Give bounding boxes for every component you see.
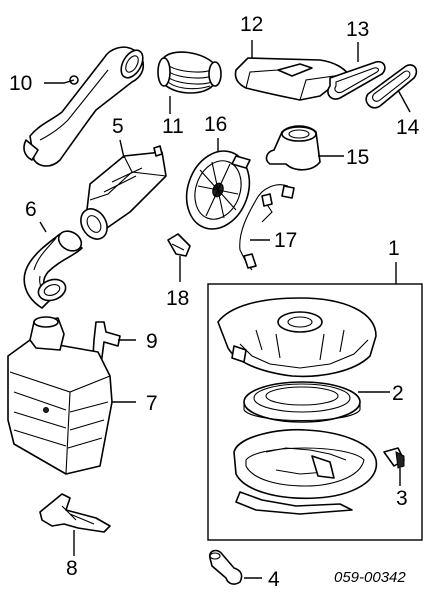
part-17-wire-harness [239, 184, 295, 271]
callout-11: 11 [162, 115, 184, 138]
part-16-fan-cover [185, 150, 251, 230]
diagram-code: 059-00342 [334, 569, 406, 586]
part-6-elbow-hose [23, 230, 83, 309]
callout-8: 8 [66, 557, 78, 580]
callout-10: 10 [9, 72, 32, 95]
part-7-air-box [7, 316, 113, 475]
leader-5 [119, 139, 125, 159]
callout-2: 2 [392, 382, 404, 405]
callout-1: 1 [388, 237, 400, 260]
callout-18: 18 [166, 287, 189, 310]
callout-17: 17 [274, 229, 297, 252]
assembly-box [207, 283, 423, 541]
part-14-seal-frame [365, 64, 418, 109]
callout-5: 5 [112, 115, 124, 138]
callout-14: 14 [396, 116, 420, 139]
callout-15: 15 [346, 146, 369, 169]
leader-10 [44, 79, 75, 84]
part-11-bellows-hose [157, 51, 222, 94]
part-18-clip [167, 233, 191, 257]
part-1-upper-housing [217, 297, 377, 378]
leader-14 [397, 89, 411, 113]
callout-7: 7 [146, 392, 158, 415]
part-3-sensor [383, 447, 405, 469]
part-12-snorkel [234, 57, 349, 101]
part-13-seal-frame [327, 60, 386, 100]
callout-4: 4 [268, 568, 280, 591]
callout-13: 13 [346, 18, 369, 41]
callout-12: 12 [240, 13, 263, 36]
part-4-small-hose [208, 549, 243, 585]
part-1-lower-tray [233, 428, 378, 515]
part-15-collar [265, 125, 321, 171]
callout-9: 9 [146, 330, 158, 353]
callout-3: 3 [396, 487, 408, 510]
callout-16: 16 [204, 113, 227, 136]
part-8-mount [39, 493, 111, 533]
part-10-intake-duct [23, 46, 145, 167]
leader-6 [39, 221, 47, 233]
part-5-resonator [80, 145, 167, 240]
part-2-filter [243, 381, 361, 423]
callout-6: 6 [25, 198, 37, 221]
